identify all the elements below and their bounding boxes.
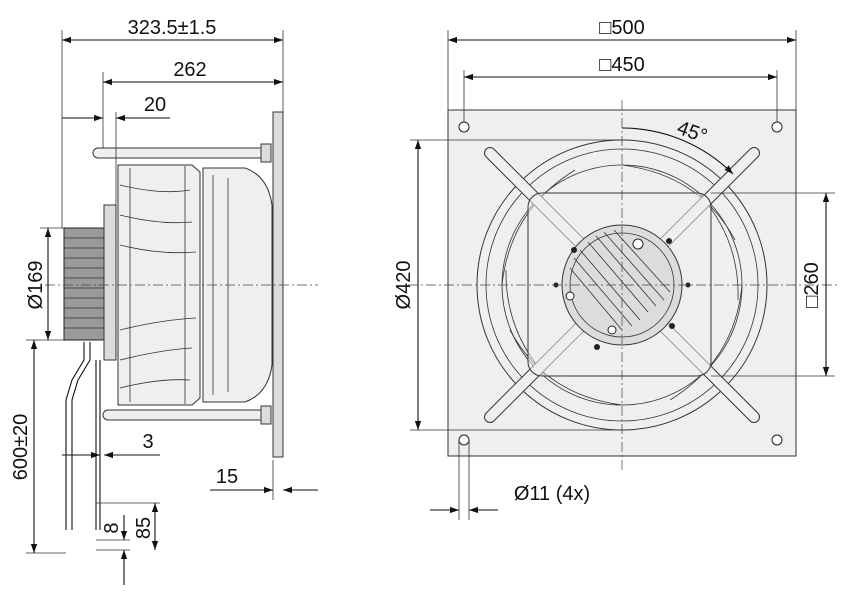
- dim-hole-11: Ø11 (4x): [514, 483, 590, 505]
- mounting-plate: [272, 111, 284, 458]
- motor: [63, 227, 107, 341]
- cable: [65, 342, 91, 530]
- mounting-hole: [458, 121, 470, 133]
- dim-square-450: □450: [599, 54, 644, 76]
- dim-overall-length: 323.5±1.5: [128, 17, 217, 39]
- mounting-hole: [771, 121, 783, 133]
- dim-square-500: □500: [599, 17, 644, 39]
- mounting-hole: [771, 434, 783, 446]
- fan-housing: [202, 167, 273, 403]
- dim-length-20: 20: [144, 94, 166, 116]
- dim-3: 3: [142, 431, 153, 453]
- dim-square-260: □260: [801, 262, 823, 307]
- dim-length-262: 262: [173, 59, 206, 81]
- dim-cable-600: 600±20: [10, 414, 32, 481]
- side-view: 323.5±1.5 262 20 Ø169 600±20 3 15 8 85: [10, 17, 318, 585]
- hub-fins: [569, 229, 671, 331]
- front-view: □500 □450 45° Ø420 □260 Ø11 (4x): [393, 17, 840, 520]
- dim-85: 85: [133, 517, 155, 539]
- mounting-hole: [458, 434, 470, 446]
- support-strut-bottom: [102, 409, 272, 421]
- dim-8: 8: [101, 522, 123, 533]
- dim-dia-420: Ø420: [393, 261, 415, 310]
- dim-15: 15: [216, 466, 238, 488]
- support-strut-top: [92, 147, 272, 159]
- dim-dia-169: Ø169: [25, 261, 47, 310]
